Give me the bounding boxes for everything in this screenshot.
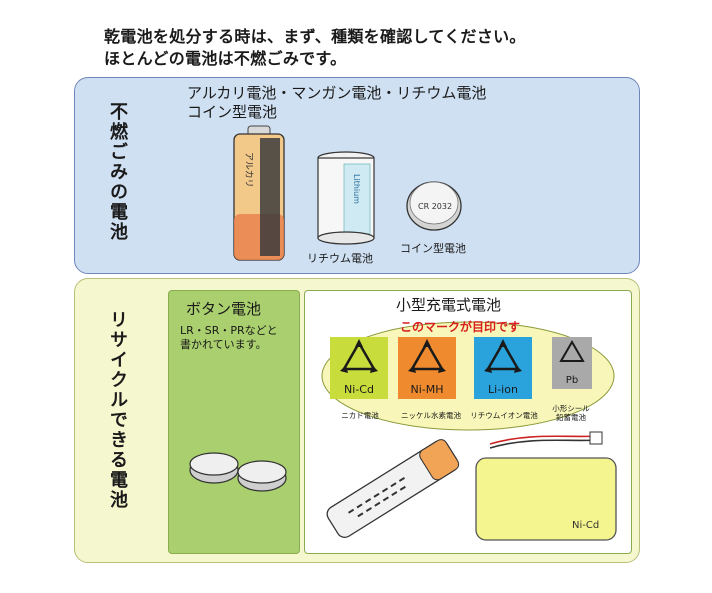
intro-line-2: ほとんどの電池は不燃ごみです。: [104, 49, 347, 68]
caption-pb-line-2: 鉛蓄電池: [556, 413, 586, 422]
button-battery-desc: LR・SR・PRなどと 書かれています。: [180, 324, 278, 352]
caption-pb: 小形シール 鉛蓄電池: [546, 404, 596, 422]
lithium-label: リチウム電池: [307, 252, 373, 265]
alkaline-print-text: アルカリ: [243, 152, 254, 188]
nonburnable-types: アルカリ電池・マンガン電池・リチウム電池 コイン型電池: [187, 84, 486, 122]
cylindrical-battery-illustration: [326, 439, 460, 538]
button-battery-panel: [168, 290, 300, 554]
recycle-icon: [484, 339, 522, 373]
button-desc-line-1: LR・SR・PRなどと: [180, 324, 278, 337]
lithium-print-text: Lithium: [352, 174, 361, 204]
rechargeable-title: 小型充電式電池: [396, 296, 502, 314]
intro-text: 乾電池を処分する時は、まず、種類を確認してください。 ほとんどの電池は不燃ごみで…: [104, 26, 694, 70]
caption-li-ion: リチウムイオン電池: [470, 411, 538, 420]
intro-line-1: 乾電池を処分する時は、まず、種類を確認してください。: [104, 27, 526, 46]
caption-ni-mh: ニッケル水素電池: [401, 411, 461, 420]
mark-note: このマークが目印です: [400, 320, 521, 334]
caption-ni-cd: ニカド電池: [341, 411, 379, 420]
coin-print-text: CR 2032: [418, 202, 452, 211]
types-line-1: アルカリ電池・マンガン電池・リチウム電池: [187, 84, 487, 102]
caption-pb-line-1: 小形シール: [552, 404, 590, 413]
battery-pack-illustration: Ni-Cd: [475, 431, 617, 541]
recycle-icon: [340, 339, 378, 373]
nonburnable-title: 不燃ごみの電池: [107, 102, 128, 242]
types-line-2: コイン型電池: [187, 103, 278, 121]
recycle-icon: [408, 339, 446, 373]
mark-pb: Pb: [552, 337, 592, 389]
button-battery-title: ボタン電池: [186, 300, 262, 318]
mark-ni-cd: Ni-Cd: [330, 337, 388, 399]
button-desc-line-2: 書かれています。: [180, 338, 267, 351]
mark-highlight-ellipse: [321, 321, 615, 431]
mark-code-ni-cd: Ni-Cd: [344, 383, 374, 396]
recyclable-title: リサイクルできる電池: [107, 310, 128, 510]
recycle-icon: [559, 340, 585, 362]
mark-code-li-ion: Li-ion: [488, 383, 518, 396]
mark-code-ni-mh: Ni-MH: [410, 383, 444, 396]
alkaline-battery-illustration: アルカリ: [233, 125, 285, 261]
mark-li-ion: Li-ion: [474, 337, 532, 399]
coin-battery-illustration: CR 2032: [406, 181, 462, 231]
button-battery-illustration: [189, 452, 287, 492]
coin-label: コイン型電池: [400, 242, 466, 255]
pack-print-text: Ni-Cd: [572, 520, 599, 531]
mark-ni-mh: Ni-MH: [398, 337, 456, 399]
mark-code-pb: Pb: [565, 375, 579, 386]
lithium-battery-illustration: Lithium: [317, 151, 375, 245]
